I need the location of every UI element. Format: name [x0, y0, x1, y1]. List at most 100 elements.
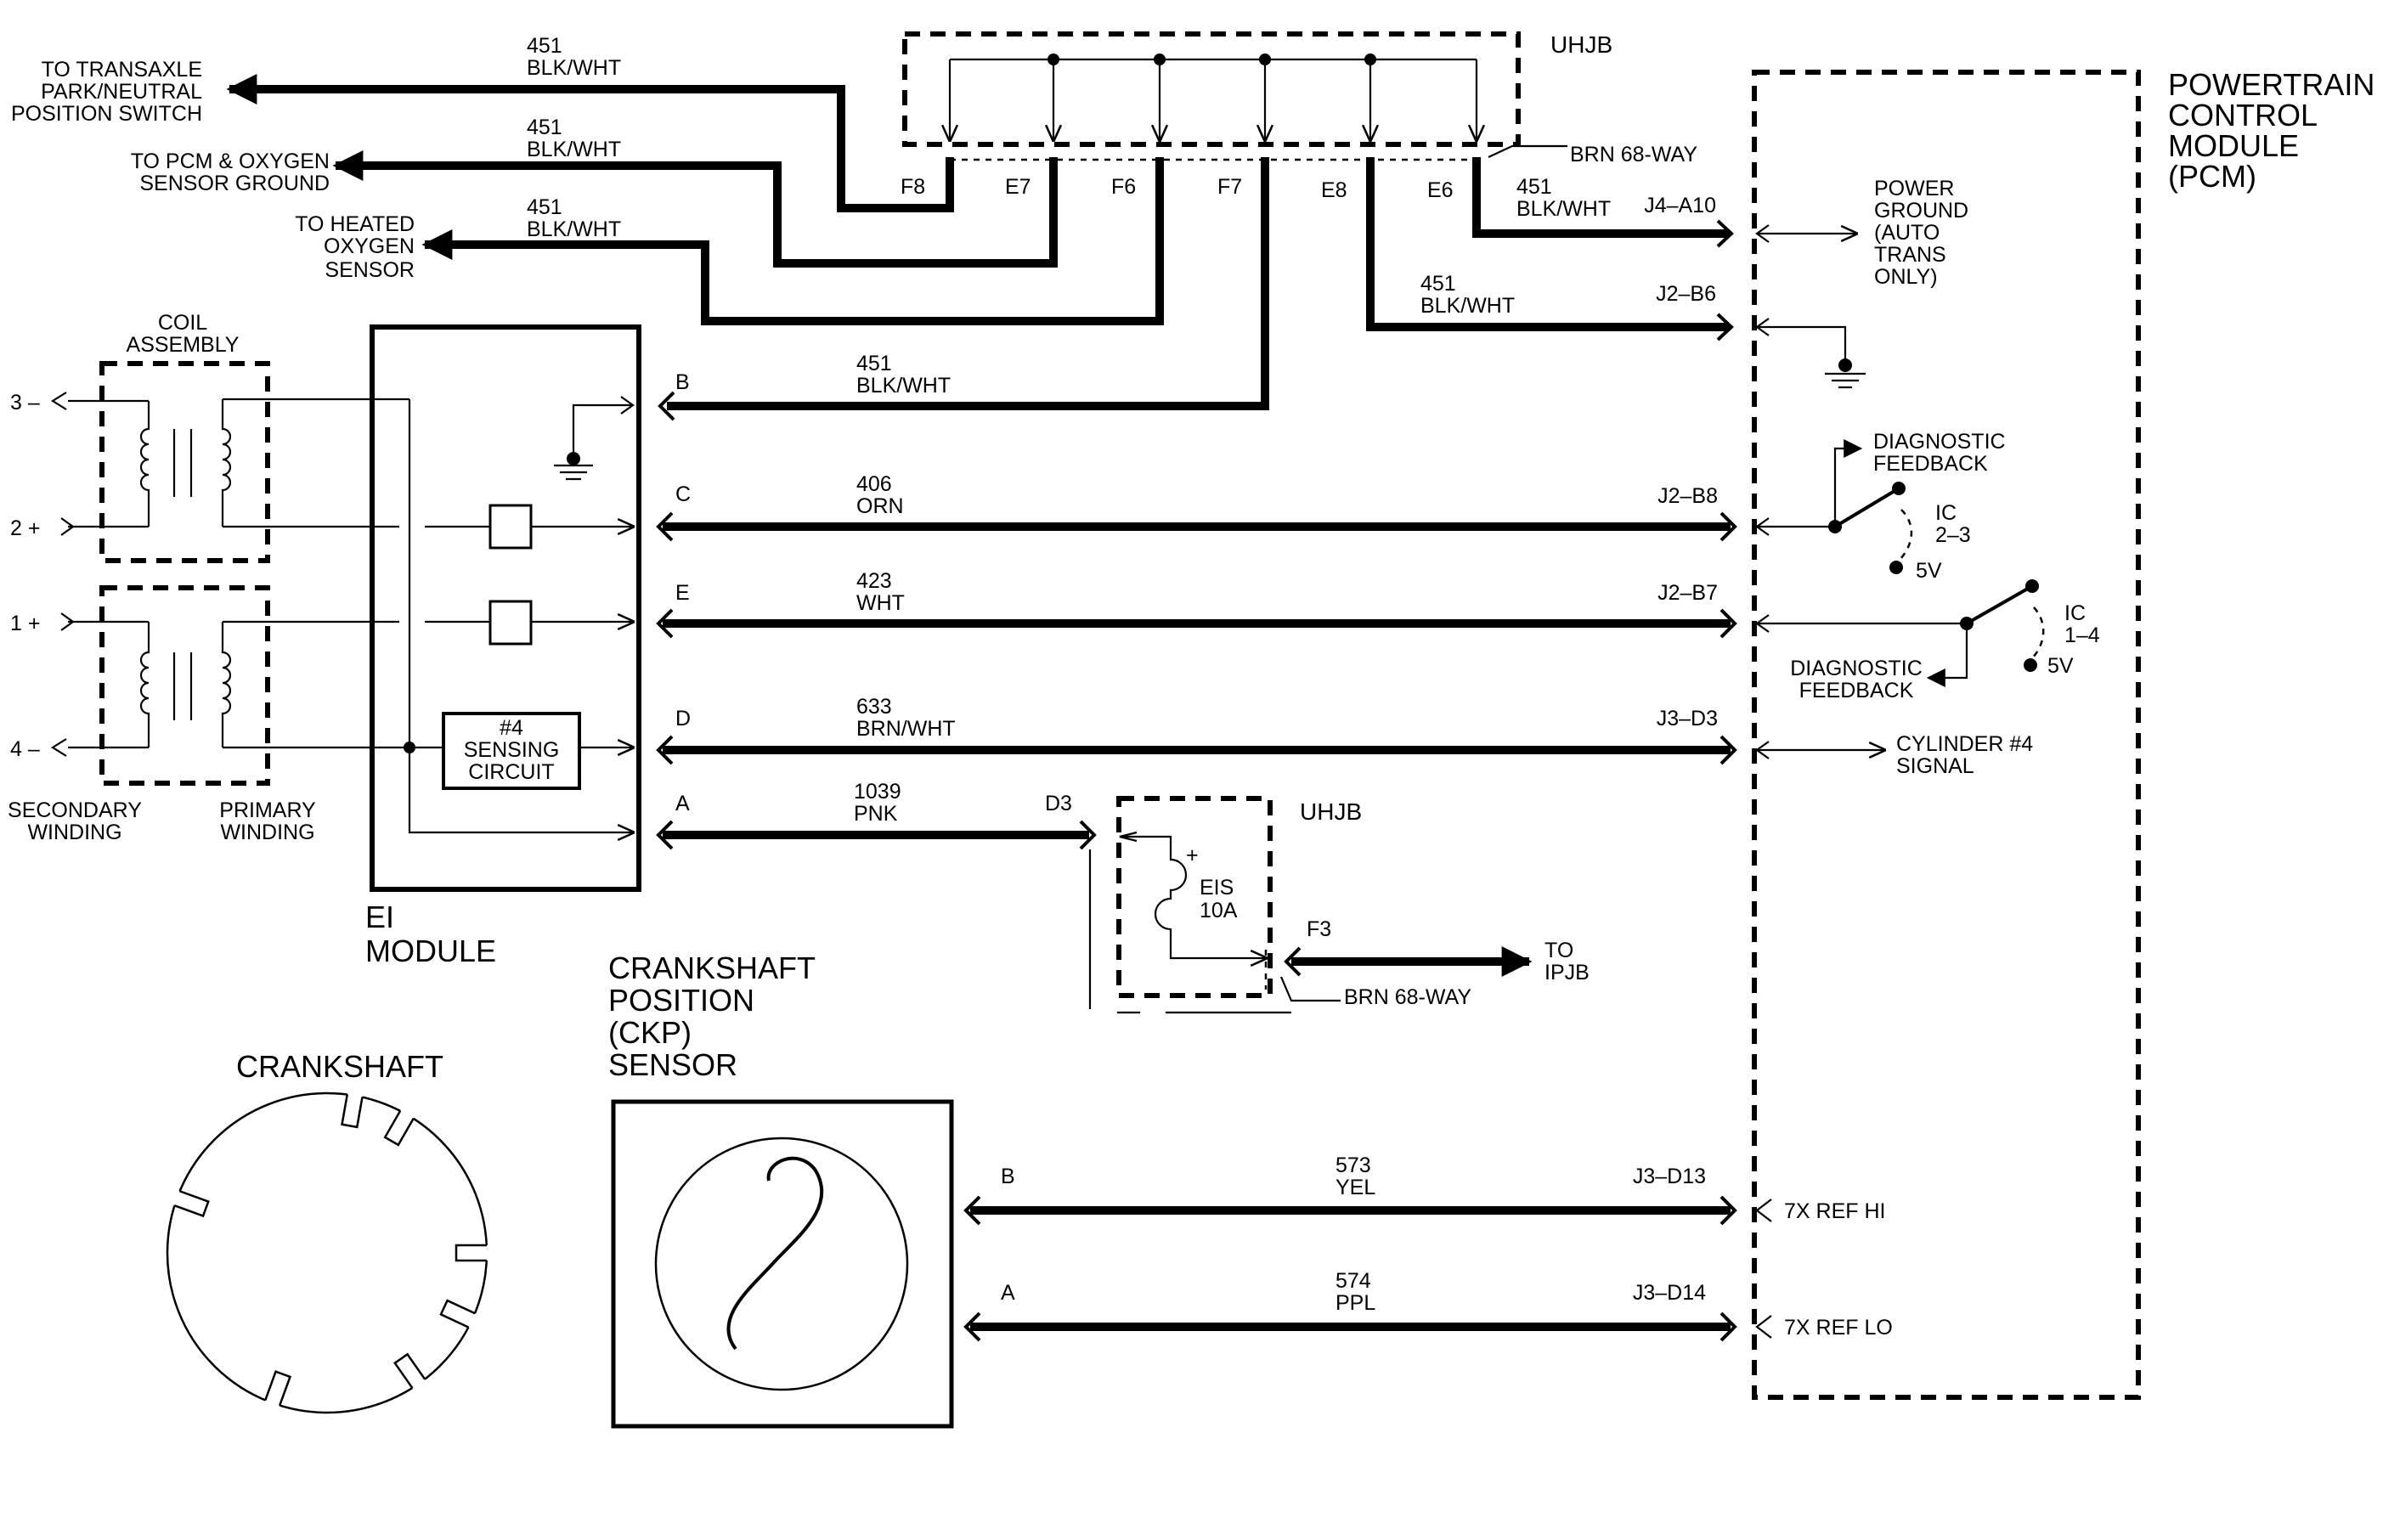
cyl4-signal-1: CYLINDER #4 [1896, 732, 2033, 756]
wire-e: E 423 WHT J2–B7 [656, 569, 1737, 639]
wire-e7-pcm-oxygen: 451 BLK/WHT TO PCM & OXYGEN SENSOR GROUN… [131, 116, 1058, 268]
ic2-label-2: 1–4 [2064, 623, 2100, 647]
ckp-b-circuit: 573 [1335, 1154, 1371, 1177]
power-ground-4: TRANS [1874, 243, 1946, 267]
dest-heated-oxygen-1: TO HEATED [295, 212, 415, 236]
ic1-label-2: 2–3 [1935, 523, 1971, 547]
ckp-b-pcm-pin: J3–D13 [1633, 1165, 1706, 1188]
wire-d-color: BRN/WHT [856, 717, 956, 741]
wire-c: C 406 ORN J2–B8 [656, 472, 1737, 542]
ic1-5v: 5V [1916, 559, 1942, 583]
crankshaft: CRANKSHAFT [166, 1049, 489, 1414]
ic1-label-1: IC [1935, 501, 1957, 525]
coil-terminal-1: 1 + [10, 612, 40, 635]
coil-primary-leads [223, 398, 409, 749]
wire-d-pcm-pin: J3–D3 [1657, 707, 1718, 731]
uhjb-top-splice-drops [950, 54, 1477, 140]
wire-e6-power-ground: 451 BLK/WHT J4–A10 [1472, 157, 1734, 248]
wire-e8-pcm-pin: J2–B6 [1656, 282, 1716, 306]
fuse-label-1: EIS [1200, 876, 1234, 900]
dest-transaxle-2: PARK/NEUTRAL [41, 80, 202, 104]
wire-e-circuit: 423 [856, 569, 892, 593]
pin-f7: F7 [1217, 175, 1242, 199]
dest-transaxle-3: POSITION SWITCH [11, 102, 202, 126]
pin-e7: E7 [1005, 175, 1031, 199]
wire-e8-circuit: 451 [1420, 272, 1456, 296]
diag-feedback-1-line-1: DIAGNOSTIC [1873, 430, 2006, 454]
pin-f8: F8 [901, 175, 925, 199]
coil-upper [50, 392, 232, 536]
ckp-title-2: POSITION [608, 983, 754, 1018]
ckp-title-4: SENSOR [608, 1047, 737, 1082]
power-ground-3: (AUTO [1874, 221, 1940, 245]
pcm-title-3: MODULE [2168, 128, 2299, 163]
pin-e6: E6 [1427, 178, 1454, 202]
ei-module-title-2: MODULE [365, 934, 496, 968]
crank-notch-4 [440, 1300, 477, 1328]
ckp-a-color: PPL [1335, 1291, 1375, 1315]
wire-c-color: ORN [856, 494, 904, 518]
wire-f3-ipjb: F3 TO IPJB [1284, 917, 1590, 984]
wire-ckp-a: A 574 PPL J3–D14 [963, 1269, 1737, 1342]
dest-transaxle-1: TO TRANSAXLE [42, 58, 202, 82]
wire-f6-heated-oxygen: 451 BLK/WHT TO HEATED OXYGEN SENSOR [295, 157, 1164, 325]
ref-hi-label: 7X REF HI [1784, 1199, 1885, 1223]
wire-e-color: WHT [856, 591, 905, 615]
crank-notch-edge-7 [173, 1190, 210, 1218]
wire-a-color: PNK [854, 802, 898, 826]
wire-f8-circuit: 451 [527, 34, 562, 58]
cyl4-signal-2: SIGNAL [1896, 754, 1974, 778]
pin-f6: F6 [1111, 175, 1136, 199]
uhjb-bottom: UHJB + EIS 10A BRN 68-WAY [1088, 796, 1471, 1014]
crank-notch-edge-4 [439, 1299, 476, 1328]
ckp-a-terminal: A [1001, 1281, 1015, 1305]
dest-ipjb-1: TO [1544, 939, 1573, 962]
diag-feedback-2-line-1: DIAGNOSTIC [1790, 657, 1923, 680]
coil-assembly: COIL ASSEMBLY 3 – 2 + 1 + 4 – [8, 311, 316, 844]
wire-e-terminal: E [675, 581, 690, 605]
pcm-title-1: POWERTRAIN [2168, 67, 2375, 102]
wire-e6-pcm-pin: J4–A10 [1644, 194, 1716, 217]
wire-b-terminal: B [675, 370, 690, 394]
uhjb-top-pin-labels: F8 E7 F6 F7 E8 E6 [901, 175, 1454, 202]
uhjb-bottom-connector-note: BRN 68-WAY [1344, 985, 1471, 1009]
wire-d-circuit: 633 [856, 695, 892, 719]
dest-heated-oxygen-2: OXYGEN [324, 234, 415, 258]
secondary-winding-1: SECONDARY [8, 798, 142, 822]
ei-module-title-1: EI [365, 900, 394, 934]
uhjb-top-connector-note: BRN 68-WAY [1570, 143, 1697, 166]
dest-pcm-oxygen-1: TO PCM & OXYGEN [131, 149, 330, 173]
ckp-title-3: (CKP) [608, 1015, 692, 1050]
wire-c-circuit: 406 [856, 472, 892, 496]
ckp-b-terminal: B [1001, 1165, 1015, 1188]
uhjb-top-title: UHJB [1550, 31, 1612, 58]
wire-b-color: BLK/WHT [856, 374, 951, 398]
crank-notch-6 [264, 1371, 291, 1408]
coil-terminal-2: 2 + [10, 516, 40, 540]
wire-f6-color: BLK/WHT [527, 217, 621, 241]
wire-c-pcm-pin: J2–B8 [1657, 484, 1718, 508]
diag-feedback-2-line-2: FEEDBACK [1799, 679, 1914, 702]
primary-winding-1: PRIMARY [219, 798, 316, 822]
wire-f6-circuit: 451 [527, 195, 562, 219]
ckp-title-1: CRANKSHAFT [608, 951, 816, 985]
ei-module: EI MODULE #4 SENSING CIRCUIT [365, 324, 641, 968]
sensing-circuit-2: SENSING [464, 738, 560, 762]
coil-terminal-4: 4 – [10, 737, 40, 761]
wire-a-circuit: 1039 [854, 780, 901, 804]
dest-ipjb-2: IPJB [1544, 961, 1590, 984]
uhjb-bottom-title: UHJB [1300, 798, 1362, 825]
wire-a-uhjb: A 1039 PNK D3 [656, 780, 1097, 850]
wire-a-uhjb-pin: D3 [1045, 792, 1072, 815]
dest-pcm-oxygen-2: SENSOR GROUND [139, 172, 330, 195]
wire-f8-color: BLK/WHT [527, 56, 621, 80]
coil-lower [50, 612, 232, 757]
coil-title-2: ASSEMBLY [127, 333, 240, 357]
crank-notch-edge-2 [383, 1110, 415, 1147]
pcm-title-4: (PCM) [2168, 159, 2256, 194]
primary-winding-2: WINDING [220, 821, 314, 844]
wire-d-terminal: D [675, 707, 691, 731]
wire-d: D 633 BRN/WHT J3–D3 [656, 695, 1737, 765]
power-ground-1: POWER [1874, 177, 1954, 200]
